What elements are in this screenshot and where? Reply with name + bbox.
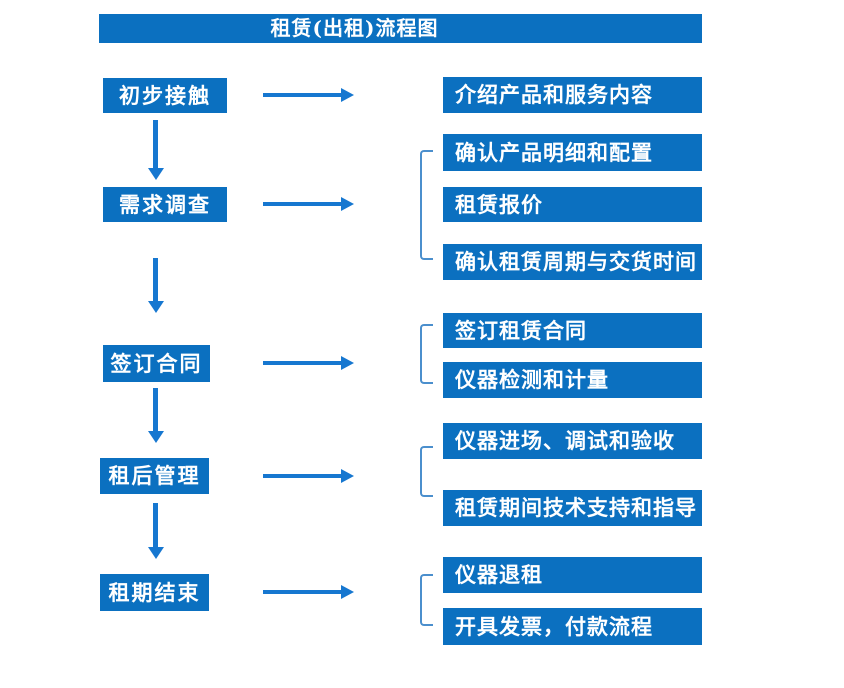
down-arrow-icon bbox=[147, 120, 164, 180]
page-title: 租赁(出租)流程图 bbox=[99, 14, 702, 43]
right-arrow-icon bbox=[263, 88, 354, 102]
detail-box-tech-support: 租赁期间技术支持和指导 bbox=[443, 490, 702, 526]
down-arrow-icon bbox=[147, 388, 164, 443]
detail-box-instrument-return: 仪器退租 bbox=[443, 557, 702, 593]
detail-box-instrument-setup-acceptance: 仪器进场、调试和验收 bbox=[443, 423, 702, 459]
stage-box-rental-end: 租期结束 bbox=[100, 574, 209, 611]
stage-box-initial-contact: 初步接触 bbox=[103, 78, 227, 113]
down-arrow-icon bbox=[147, 503, 164, 559]
right-arrow-icon bbox=[263, 356, 354, 370]
stage-box-demand-survey: 需求调查 bbox=[103, 187, 227, 222]
detail-box-invoice-payment: 开具发票，付款流程 bbox=[443, 608, 702, 645]
detail-box-rental-quote: 租赁报价 bbox=[443, 187, 702, 222]
group-bracket bbox=[420, 324, 433, 384]
stage-box-sign-contract: 签订合同 bbox=[103, 345, 210, 382]
detail-box-confirm-product-config: 确认产品明细和配置 bbox=[443, 134, 702, 171]
stage-box-post-rental-management: 租后管理 bbox=[100, 458, 209, 494]
right-arrow-icon bbox=[263, 585, 354, 599]
group-bracket bbox=[420, 150, 433, 260]
group-bracket bbox=[420, 574, 433, 626]
detail-box-instrument-testing: 仪器检测和计量 bbox=[443, 362, 702, 398]
group-bracket bbox=[420, 446, 433, 497]
detail-box-introduce-products: 介绍产品和服务内容 bbox=[443, 77, 702, 113]
down-arrow-icon bbox=[147, 258, 164, 313]
detail-box-sign-rental-contract: 签订租赁合同 bbox=[443, 313, 702, 348]
right-arrow-icon bbox=[263, 197, 354, 211]
detail-box-confirm-period-delivery: 确认租赁周期与交货时间 bbox=[443, 244, 702, 280]
right-arrow-icon bbox=[263, 469, 354, 483]
